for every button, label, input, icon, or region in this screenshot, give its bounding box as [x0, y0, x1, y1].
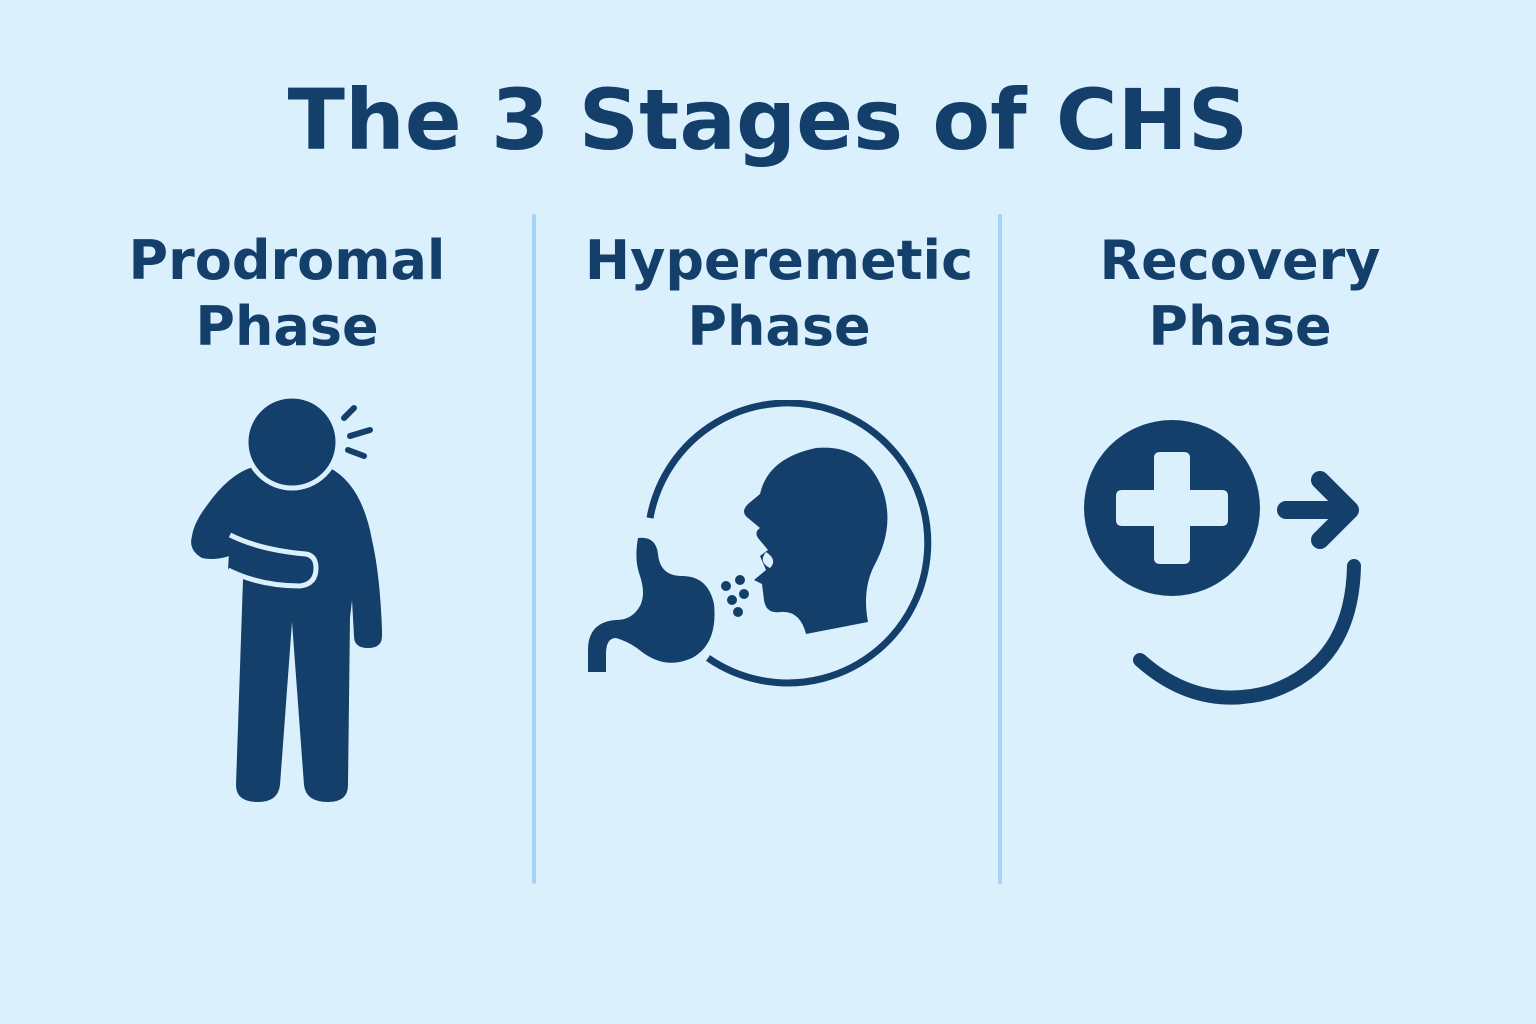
phase-heading-line1: Recovery: [1099, 229, 1381, 292]
phase-heading-hyperemetic: Hyperemetic Phase: [549, 228, 1009, 360]
medical-cross-recovery-arrow-icon: [1080, 414, 1380, 714]
column-divider-2: [998, 214, 1002, 884]
phase-heading-line2: Phase: [687, 295, 871, 358]
phase-heading-line1: Prodromal: [128, 229, 446, 292]
phase-heading-line1: Hyperemetic: [584, 229, 974, 292]
phase-heading-recovery: Recovery Phase: [1010, 228, 1470, 360]
page-title: The 3 Stages of CHS: [287, 71, 1249, 169]
person-holding-stomach-icon: [180, 390, 400, 810]
phase-heading-line2: Phase: [195, 295, 379, 358]
phase-heading-prodromal: Prodromal Phase: [57, 228, 517, 360]
phase-heading-line2: Phase: [1148, 295, 1332, 358]
vomiting-head-stomach-icon: [580, 400, 940, 700]
column-divider-1: [532, 214, 536, 884]
